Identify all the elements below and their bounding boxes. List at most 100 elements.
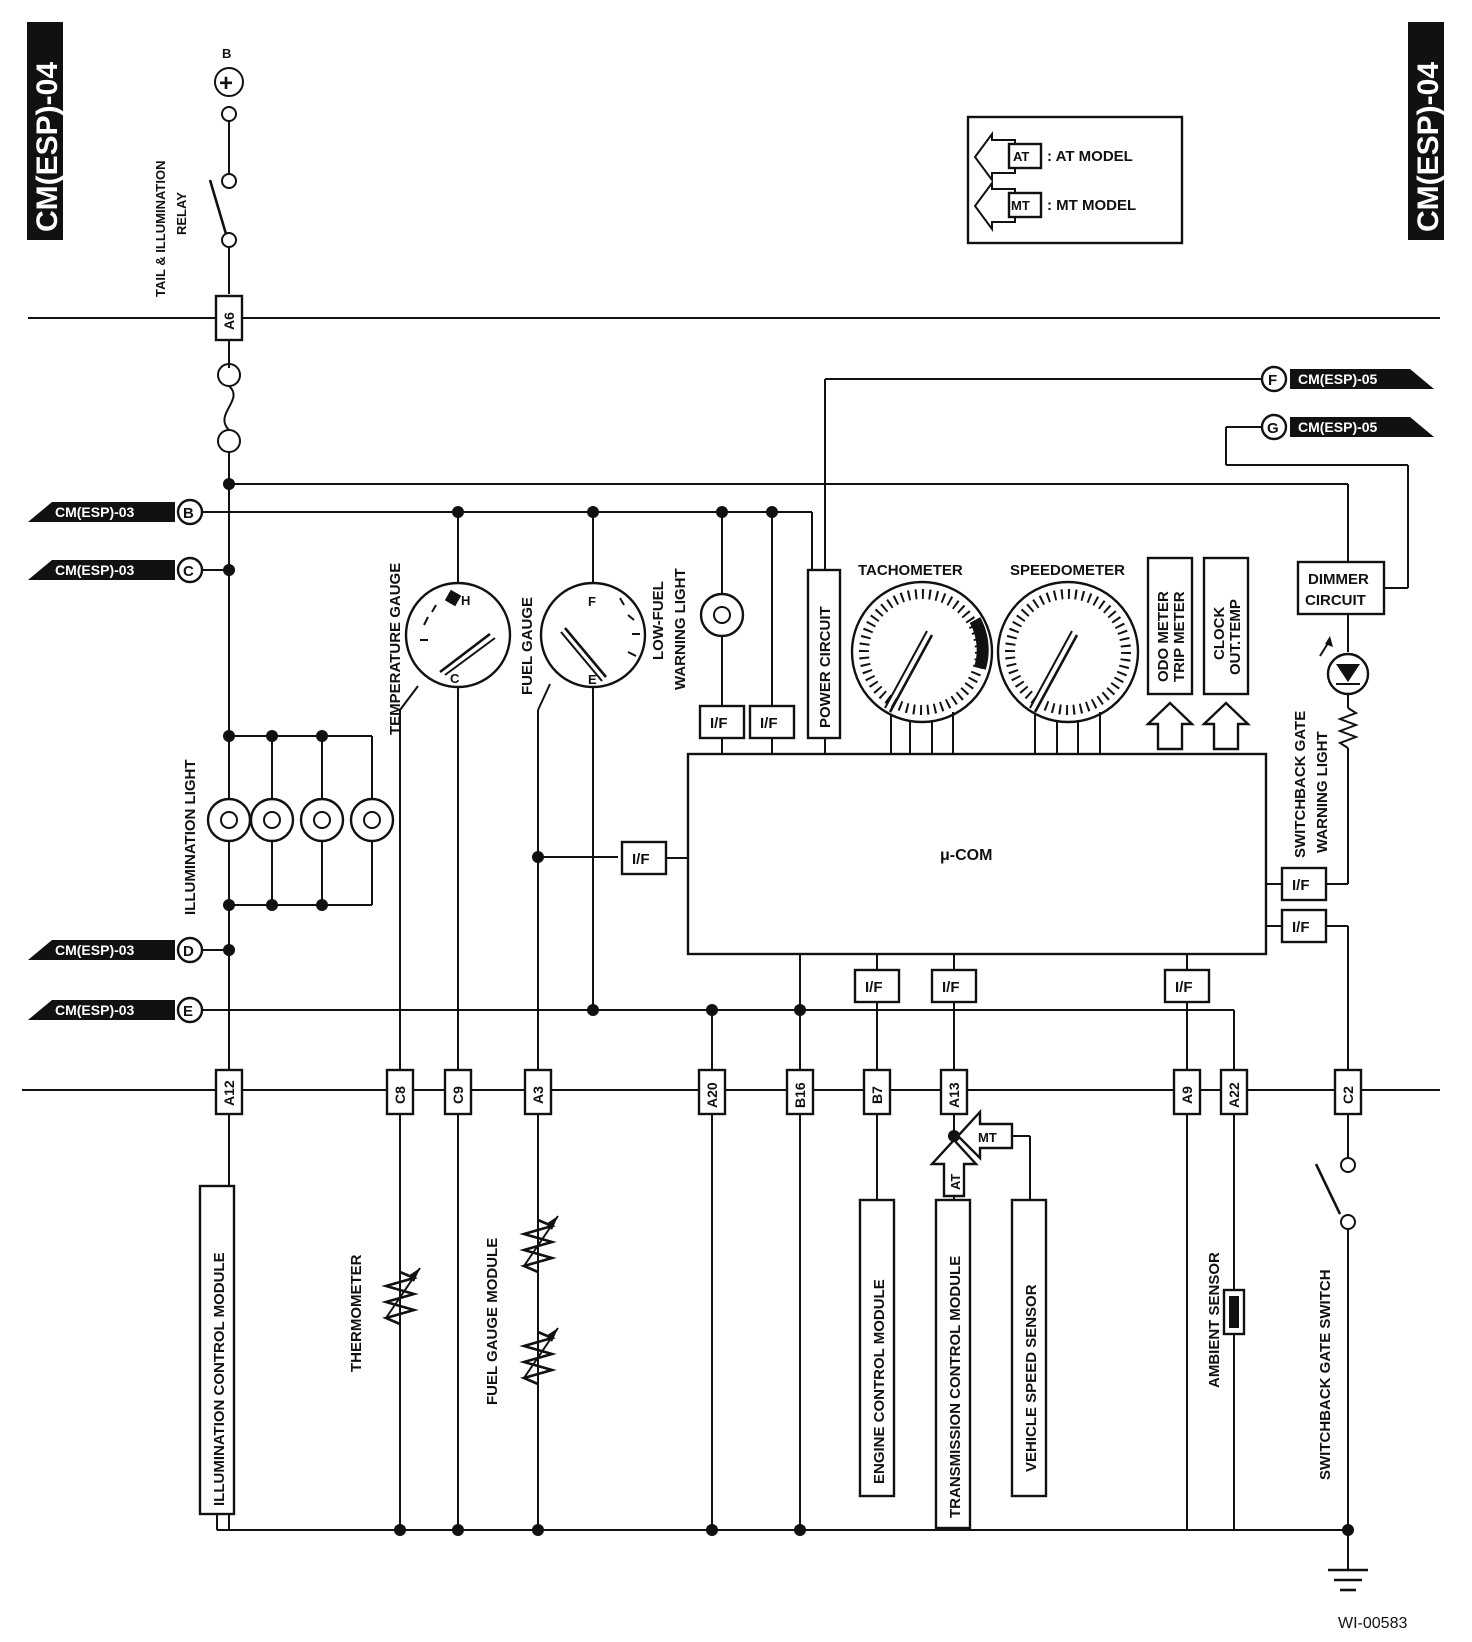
- svg-text:POWER CIRCUIT: POWER CIRCUIT: [817, 606, 834, 728]
- svg-text:B: B: [183, 505, 194, 522]
- svg-text:A13: A13: [946, 1082, 962, 1108]
- svg-text:CM(ESP)-04: CM(ESP)-04: [31, 62, 64, 232]
- svg-text:CM(ESP)-03: CM(ESP)-03: [55, 562, 135, 578]
- svg-text:TRIP METER: TRIP METER: [1171, 591, 1188, 682]
- svg-text:AT: AT: [1013, 149, 1029, 164]
- svg-text:OUT.TEMP: OUT.TEMP: [1227, 599, 1244, 675]
- vehicle-speed-sensor: VEHICLE SPEED SENSOR: [1010, 1198, 1048, 1498]
- svg-text:G: G: [1267, 420, 1279, 437]
- svg-text:CLOCK: CLOCK: [1211, 607, 1228, 660]
- connector-A12: A12: [214, 1068, 244, 1116]
- connector-A6: [214, 294, 244, 342]
- svg-text:A3: A3: [530, 1086, 546, 1104]
- svg-text:FUEL GAUGE MODULE: FUEL GAUGE MODULE: [484, 1238, 501, 1405]
- svg-text:AT: AT: [948, 1174, 963, 1190]
- svg-text:D: D: [183, 943, 194, 960]
- engine-control-module: ENGINE CONTROL MODULE: [858, 1198, 896, 1498]
- svg-text:A9: A9: [1179, 1086, 1195, 1104]
- connector-B16: B16: [785, 1068, 815, 1116]
- tachometer: [850, 580, 994, 724]
- svg-text:CM(ESP)-04: CM(ESP)-04: [1412, 62, 1445, 232]
- svg-text:E: E: [183, 1003, 193, 1020]
- micro-computer: μ-COM: [686, 752, 1268, 956]
- svg-text:ODO METER: ODO METER: [1155, 591, 1172, 682]
- off-page-ref-D[interactable]: CM(ESP)-03 D: [28, 936, 204, 964]
- off-page-ref-F[interactable]: F CM(ESP)-05: [1260, 365, 1434, 393]
- svg-text:SWITCHBACK GATE: SWITCHBACK GATE: [1292, 711, 1309, 858]
- svg-text:CM(ESP)-05: CM(ESP)-05: [1298, 371, 1378, 387]
- svg-text:C2: C2: [1340, 1086, 1356, 1104]
- svg-text:: MT MODEL: : MT MODEL: [1047, 197, 1136, 214]
- up-arrow-icon: [1201, 701, 1251, 751]
- clock-out-temp: CLOCK OUT.TEMP: [1202, 556, 1250, 696]
- connector-A13: A13: [939, 1068, 969, 1116]
- fuse-terminal: [217, 429, 241, 453]
- mt-arrow: MT: [956, 1108, 1014, 1161]
- svg-text:+: +: [219, 70, 233, 97]
- interface-box: I/F: [853, 968, 901, 1004]
- svg-text:ENGINE CONTROL MODULE: ENGINE CONTROL MODULE: [871, 1279, 888, 1484]
- svg-text:I/F: I/F: [710, 715, 728, 732]
- relay-contact: [208, 179, 228, 235]
- connector-A22: A22: [1219, 1068, 1249, 1116]
- svg-text:TAIL & ILLUMINATION: TAIL & ILLUMINATION: [153, 161, 168, 297]
- svg-text:C: C: [450, 671, 460, 686]
- connector-A9: A9: [1172, 1068, 1202, 1116]
- off-page-ref-G[interactable]: G CM(ESP)-05: [1260, 413, 1434, 441]
- svg-text:TACHOMETER: TACHOMETER: [858, 562, 963, 579]
- odo-trip-meter: ODO METER TRIP METER: [1146, 556, 1194, 696]
- svg-text:A22: A22: [1226, 1082, 1242, 1108]
- svg-text:H: H: [461, 593, 470, 608]
- svg-text:B: B: [222, 46, 231, 61]
- page-tag-right: CM(ESP)-04: [1408, 22, 1445, 240]
- connector-A20: A20: [697, 1068, 727, 1116]
- svg-text:I/F: I/F: [1175, 979, 1193, 996]
- led-icon: [1319, 636, 1370, 696]
- svg-text:B7: B7: [869, 1086, 885, 1104]
- speedometer: [996, 580, 1140, 724]
- dimmer-circuit: DIMMER CIRCUIT: [1296, 560, 1386, 616]
- interface-box: I/F: [1280, 908, 1328, 944]
- interface-box: I/F: [620, 840, 668, 876]
- svg-text:C9: C9: [450, 1086, 466, 1104]
- svg-text:I/F: I/F: [1292, 877, 1310, 894]
- svg-text:VEHICLE SPEED SENSOR: VEHICLE SPEED SENSOR: [1023, 1284, 1040, 1472]
- svg-text:I/F: I/F: [1292, 919, 1310, 936]
- svg-text:C: C: [183, 563, 194, 580]
- power-circuit: POWER CIRCUIT: [806, 568, 842, 740]
- off-page-ref-B[interactable]: CM(ESP)-03 B: [28, 498, 204, 526]
- svg-text:TRANSMISSION CONTROL MODULE: TRANSMISSION CONTROL MODULE: [947, 1256, 964, 1518]
- legend: AT : AT MODEL MT : MT MODEL: [966, 115, 1184, 245]
- interface-box: I/F: [748, 704, 796, 740]
- svg-text:MT: MT: [978, 1130, 997, 1145]
- off-page-ref-E[interactable]: CM(ESP)-03 E: [28, 996, 204, 1024]
- svg-text:A12: A12: [221, 1080, 237, 1106]
- fuel-gauge: F E: [539, 581, 647, 689]
- svg-text:F: F: [1268, 372, 1277, 389]
- at-arrow: AT: [929, 1138, 979, 1198]
- svg-text:THERMOMETER: THERMOMETER: [348, 1254, 365, 1372]
- svg-text:TEMPERATURE GAUGE: TEMPERATURE GAUGE: [387, 563, 404, 735]
- svg-text:I/F: I/F: [632, 851, 650, 868]
- svg-text:WARNING LIGHT: WARNING LIGHT: [672, 568, 689, 690]
- svg-text:μ-COM: μ-COM: [940, 847, 992, 864]
- svg-text:B16: B16: [792, 1082, 808, 1108]
- connector-C9: C9: [443, 1068, 473, 1116]
- svg-text:WARNING LIGHT: WARNING LIGHT: [1314, 731, 1331, 853]
- interface-box: I/F: [930, 968, 978, 1004]
- svg-text:I/F: I/F: [865, 979, 883, 996]
- temperature-gauge: H C: [404, 581, 512, 689]
- interface-box: I/F: [698, 704, 746, 740]
- svg-text:CIRCUIT: CIRCUIT: [1305, 592, 1366, 609]
- ground-icon: [1328, 1568, 1368, 1592]
- svg-text:I/F: I/F: [760, 715, 778, 732]
- svg-text:: AT MODEL: : AT MODEL: [1047, 148, 1133, 165]
- interface-box: I/F: [1163, 968, 1211, 1004]
- svg-text:DIMMER: DIMMER: [1308, 571, 1369, 588]
- svg-text:CM(ESP)-05: CM(ESP)-05: [1298, 419, 1378, 435]
- up-arrow-icon: [1145, 701, 1195, 751]
- svg-text:E: E: [588, 672, 597, 687]
- off-page-ref-C[interactable]: CM(ESP)-03 C: [28, 556, 204, 584]
- resistor: [1337, 707, 1359, 749]
